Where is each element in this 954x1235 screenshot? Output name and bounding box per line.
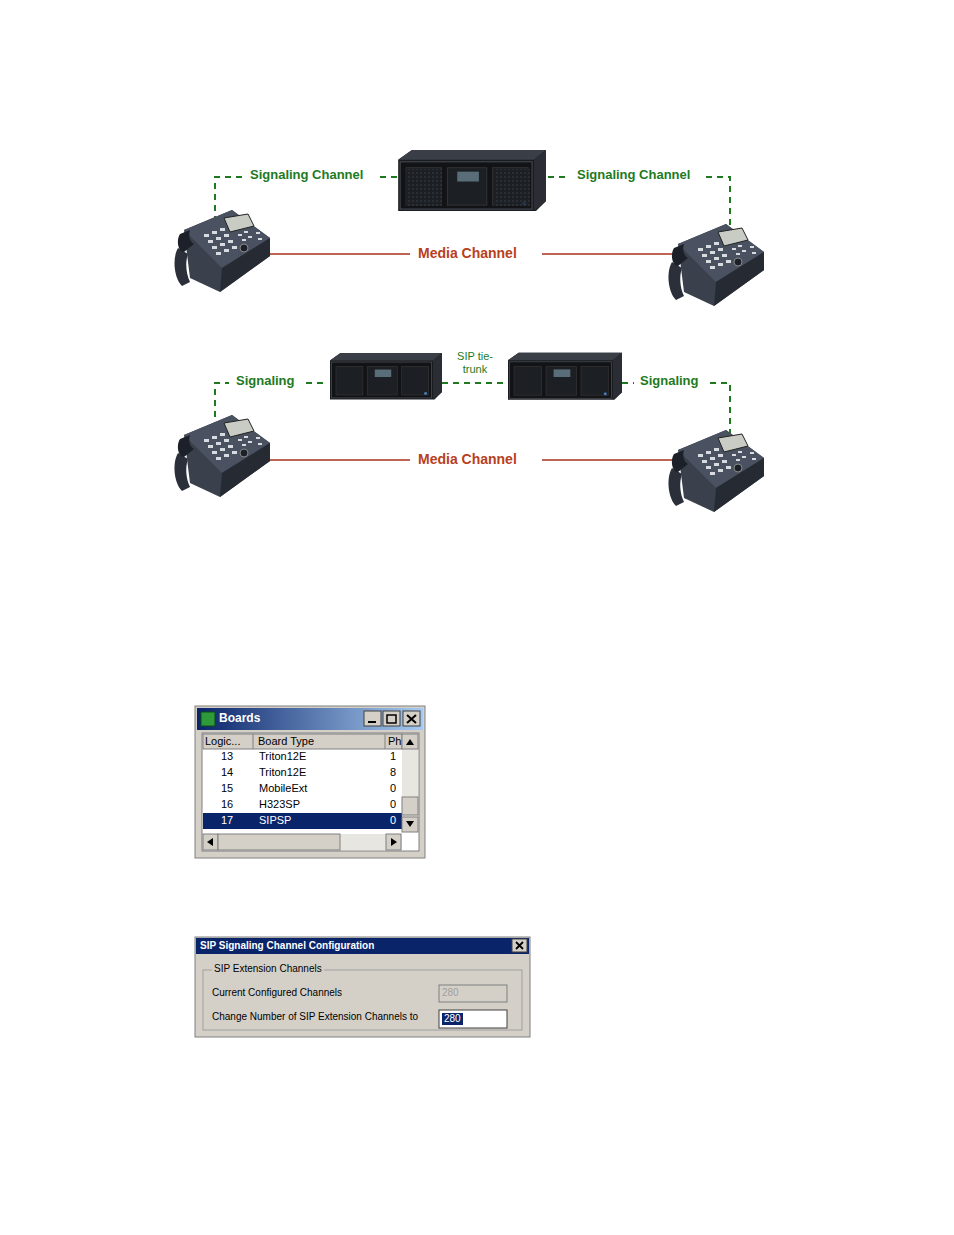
signal-label: Signaling xyxy=(638,374,701,389)
table-cell: SIPSP xyxy=(259,814,291,827)
table-cell: Triton12E xyxy=(259,750,306,763)
table-cell: 15 xyxy=(221,782,233,795)
table-cell: 1 xyxy=(390,750,396,763)
table-cell: MobileExt xyxy=(259,782,307,795)
media-label: Media Channel xyxy=(416,245,519,261)
media-label: Media Channel xyxy=(416,451,519,467)
table-cell: 16 xyxy=(221,798,233,811)
signal-label: Signaling Channel xyxy=(575,168,692,183)
field-label: Current Configured Channels xyxy=(212,987,342,999)
trunk-label: SIP tie- trunk xyxy=(450,350,500,376)
table-cell: 8 xyxy=(390,766,396,779)
column-header: Board Type xyxy=(258,735,314,748)
table-cell: 0 xyxy=(390,782,396,795)
field-value: 280 xyxy=(442,987,459,999)
table-cell: H323SP xyxy=(259,798,300,811)
table-cell: 13 xyxy=(221,750,233,763)
field-label: Change Number of SIP Extension Channels … xyxy=(212,1011,418,1023)
table-cell: 17 xyxy=(221,814,233,827)
table-cell: Triton12E xyxy=(259,766,306,779)
table-cell: 0 xyxy=(390,798,396,811)
window-title: Boards xyxy=(219,711,260,725)
table-cell: 14 xyxy=(221,766,233,779)
signal-label: Signaling Channel xyxy=(248,168,365,183)
table-cell: 0 xyxy=(390,814,396,827)
window-title: SIP Signaling Channel Configuration xyxy=(200,940,374,951)
column-header: Ph xyxy=(388,735,401,748)
signal-label: Signaling xyxy=(234,374,297,389)
window-title: SIP Extension Channels xyxy=(212,963,324,974)
field-value: 280 xyxy=(442,1013,463,1025)
column-header: Logic... xyxy=(205,735,240,748)
